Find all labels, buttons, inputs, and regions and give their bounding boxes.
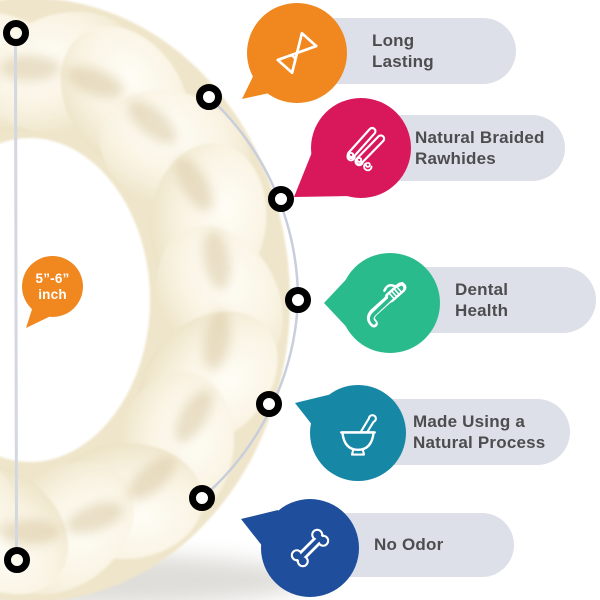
measurement-line [14, 43, 18, 548]
arc-ring-long-lasting [196, 84, 222, 110]
feature-label-line1: Dental [455, 279, 509, 299]
feature-label-line2: Health [455, 301, 509, 320]
arc-ring-process [256, 391, 282, 417]
feature-circle-no-odor [261, 499, 359, 597]
size-value: 5”-6” [35, 270, 70, 286]
feature-label-line1: Long [372, 30, 415, 50]
arc-ring-no-odor [189, 485, 215, 511]
feature-label-line1: Made Using a [413, 411, 525, 431]
bone-icon [290, 528, 330, 568]
measure-ring-top [3, 20, 29, 46]
size-bubble: 5”-6” inch [22, 256, 83, 317]
guide-arc [201, 96, 300, 499]
feature-circle-long-lasting [247, 3, 347, 103]
feature-label-line2: Rawhides [415, 149, 496, 168]
feature-label-line2: Natural Process [413, 433, 546, 452]
feature-label-line1: No Odor [374, 535, 444, 555]
mortar-pestle-icon [340, 414, 377, 456]
feature-label-line2: Lasting [372, 52, 434, 71]
arc-ring-rawhides [268, 186, 294, 212]
feature-circle-rawhides [311, 98, 411, 198]
braid-body [0, 0, 290, 600]
toothbrush-icon [366, 281, 407, 328]
feature-label-line1: Natural Braided [415, 127, 545, 147]
rawhide-rolls-icon [346, 126, 386, 172]
hourglass-icon [276, 31, 318, 75]
measure-ring-bottom [4, 547, 30, 573]
arc-ring-dental [285, 287, 311, 313]
size-unit: inch [38, 286, 67, 302]
feature-circle-process [310, 385, 406, 481]
braided-rawhide-ring-image [0, 0, 310, 600]
feature-circle-dental [340, 253, 440, 353]
